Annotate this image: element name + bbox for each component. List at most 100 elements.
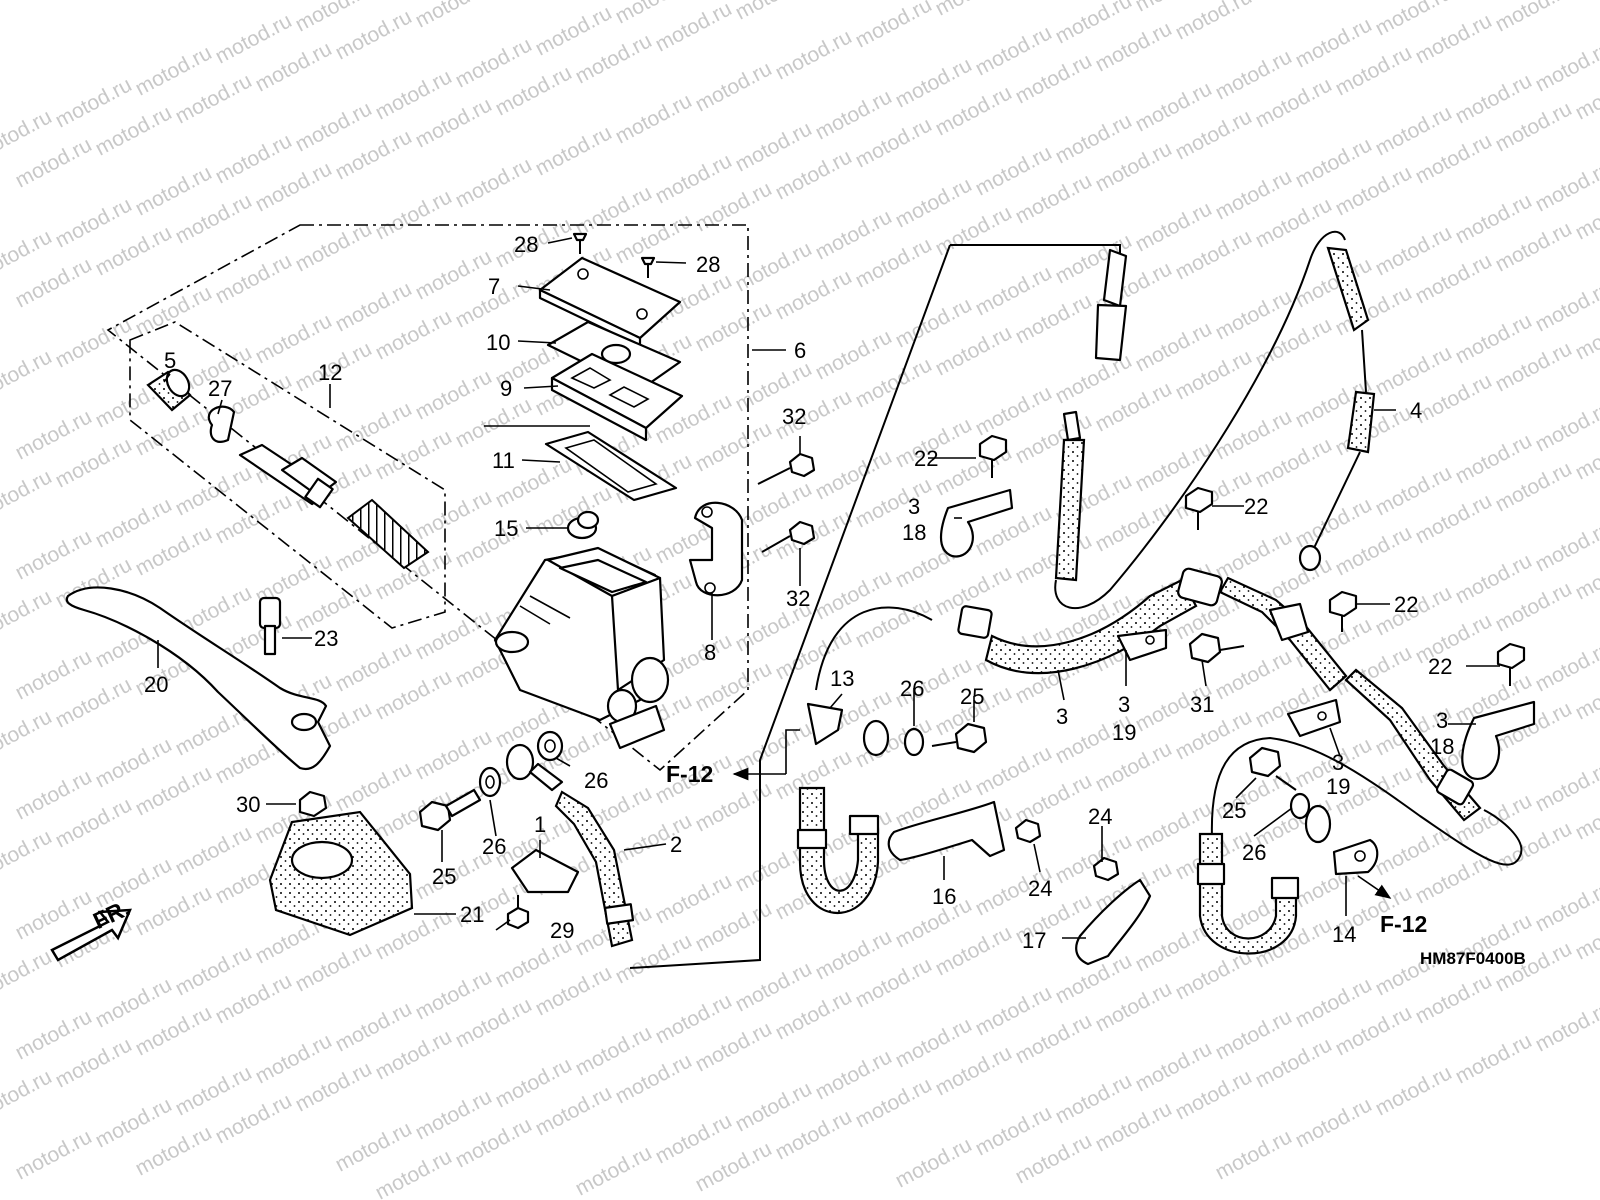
bolt-32-b	[761, 520, 816, 553]
callout-28-b: 28	[696, 252, 720, 277]
callout-2: 2	[670, 832, 682, 857]
washer-26-b	[536, 730, 564, 762]
lower-hose-left	[796, 606, 933, 914]
callout-13: 13	[830, 666, 854, 691]
watermark-text: motod.ru	[0, 825, 56, 884]
f12-arrow-right	[1357, 875, 1392, 899]
watermark-text: motod.ru	[772, 25, 856, 84]
joint-14	[1332, 838, 1379, 876]
watermark-text: motod.ru	[1452, 1029, 1536, 1088]
circlip-27	[208, 405, 236, 443]
callout-3-b: 3	[1118, 692, 1130, 717]
stay-16	[887, 800, 1006, 862]
watermark-text: motod.ru	[1492, 0, 1576, 36]
callout-22-c: 22	[1394, 592, 1418, 617]
pivot-bolt-23	[258, 596, 282, 656]
callout-8: 8	[704, 640, 716, 665]
callout-22-a: 22	[914, 446, 938, 471]
callout-1: 1	[534, 812, 546, 837]
watermark-text: motod.ru	[0, 705, 56, 764]
callout-32-b: 32	[786, 586, 810, 611]
watermark-text: motod.ru	[1532, 277, 1600, 336]
oil-bolt-25-c	[1248, 746, 1297, 791]
watermark-text: motod.ru	[52, 313, 136, 372]
bolt-22-c	[1328, 590, 1358, 632]
assembly-boundary-12	[129, 321, 446, 629]
screw-28-b	[640, 256, 656, 278]
bolt-24-b	[1092, 856, 1120, 882]
callout-18-a: 18	[902, 520, 926, 545]
watermark-text: motod.ru	[1292, 1093, 1376, 1152]
callout-25-b: 25	[960, 684, 984, 709]
watermark-text: motod.ru	[452, 153, 536, 212]
callout-4: 4	[1410, 398, 1422, 423]
routing-outline-right	[1210, 736, 1523, 866]
callout-22-b: 22	[1244, 494, 1268, 519]
watermark-text: motod.ru	[652, 0, 736, 56]
bolt-31	[1188, 632, 1245, 664]
holder-8	[688, 501, 744, 597]
watermark-text: motod.ru	[412, 0, 496, 32]
diaphragm-9	[550, 352, 684, 442]
clamp-19-b	[1286, 698, 1342, 738]
callout-19-a: 19	[1112, 720, 1136, 745]
watermark-text: motod.ru	[932, 0, 1016, 20]
watermark-text: motod.ru	[892, 1133, 976, 1192]
brake-hose-2	[505, 743, 635, 948]
callout-15: 15	[494, 516, 518, 541]
bolt-22-b	[1184, 486, 1214, 530]
callout-26-a: 26	[482, 834, 506, 859]
watermark-text: motod.ru	[1532, 37, 1600, 96]
callout-9: 9	[500, 376, 512, 401]
stay-17	[1075, 878, 1152, 966]
cross-ref-f12-right: F-12	[1380, 911, 1427, 937]
washer-26-a	[478, 766, 502, 798]
brake-switch-1	[510, 848, 580, 894]
watermark-text: motod.ru	[1212, 1125, 1296, 1184]
callout-32-a: 32	[782, 404, 806, 429]
watermark-text: motod.ru	[692, 57, 776, 116]
brake-hose-4	[1298, 246, 1376, 572]
callout-24-b: 24	[1088, 804, 1112, 829]
watermark-text: motod.ru	[0, 1065, 56, 1124]
lower-hose-right	[1196, 804, 1332, 955]
callout-26-d: 26	[1242, 840, 1266, 865]
watermark-text: motod.ru	[1532, 517, 1600, 576]
watermark-text: motod.ru	[0, 585, 56, 644]
callout-5: 5	[164, 348, 176, 373]
callout-3-d: 3	[1436, 708, 1448, 733]
washer-26-d	[1289, 792, 1311, 820]
callout-28-a: 28	[514, 232, 538, 257]
watermark-text: motod.ru	[372, 185, 456, 244]
callout-10: 10	[486, 330, 510, 355]
brake-lever-20	[65, 586, 332, 771]
callout-25-a: 25	[432, 864, 456, 889]
callout-labels: 28 28 7 10 9 11 15 6 8 5 27 12 32 32 23 …	[144, 232, 1454, 953]
watermark-text: motod.ru	[0, 945, 56, 1004]
bolt-22-a	[978, 434, 1008, 478]
screw-28-a	[572, 232, 588, 254]
callout-7: 7	[488, 274, 500, 299]
diagram-reference-code: HM87F0400B	[1420, 949, 1526, 968]
brake-hose-3	[957, 567, 1482, 822]
bolt-24-a	[1014, 818, 1042, 844]
fr-arrow	[50, 908, 132, 962]
callout-26-b: 26	[584, 768, 608, 793]
callout-24-a: 24	[1028, 876, 1052, 901]
watermark-text: motod.ru	[1172, 0, 1256, 44]
callout-30: 30	[236, 792, 260, 817]
cover-21	[268, 810, 414, 937]
callout-12: 12	[318, 360, 342, 385]
watermark-text: motod.ru	[1532, 997, 1600, 1056]
callout-16: 16	[932, 884, 956, 909]
washer-26-c	[903, 727, 925, 757]
watermark-text: motod.ru	[1532, 397, 1600, 456]
piston-12	[238, 443, 338, 509]
watermark-text: motod.ru	[1532, 757, 1600, 816]
nut-30	[298, 790, 328, 818]
cross-ref-f12-left: F-12	[666, 761, 713, 787]
callout-17: 17	[1022, 928, 1046, 953]
callout-14: 14	[1332, 922, 1356, 947]
leader-lines	[157, 237, 1500, 939]
